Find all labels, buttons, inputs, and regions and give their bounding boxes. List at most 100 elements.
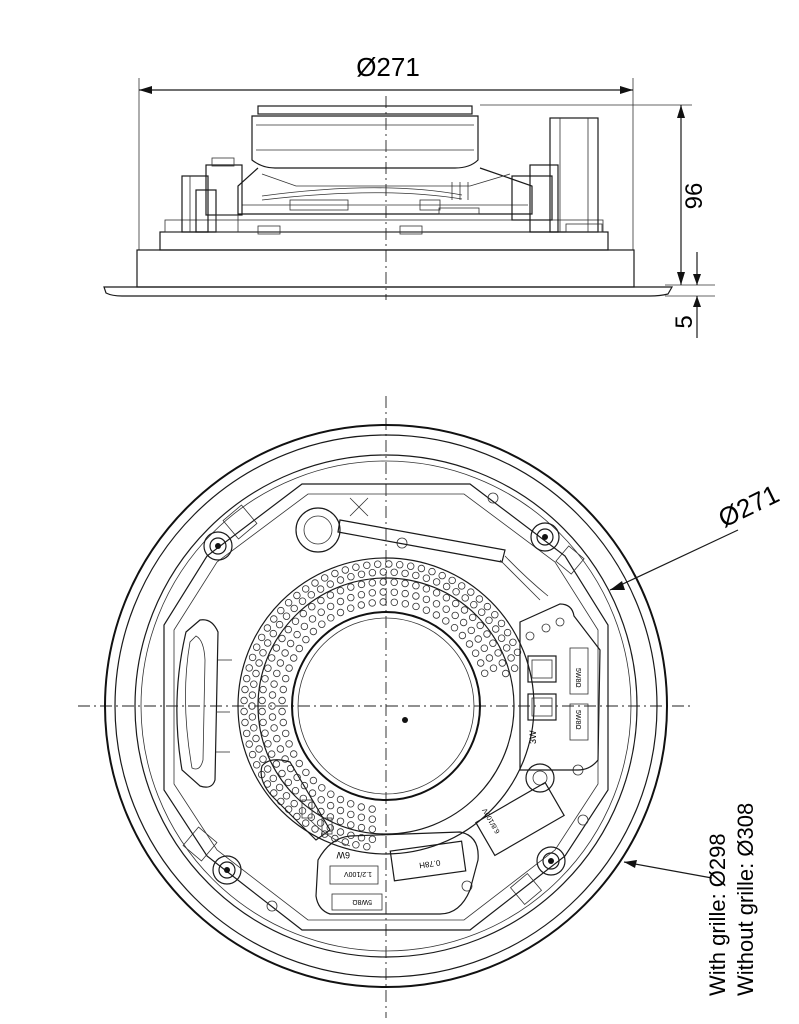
side-speaker-body: [237, 105, 533, 215]
perforation-hole: [250, 680, 258, 688]
perforation-hole: [379, 588, 387, 596]
perforation-hole: [258, 633, 266, 642]
perforation-hole: [379, 578, 387, 586]
perforation-hole: [281, 755, 289, 763]
perforation-hole: [273, 734, 281, 743]
perforation-hole: [258, 696, 266, 705]
perforation-hole: [317, 596, 325, 605]
perforation-hole: [417, 564, 426, 573]
pcb-label-6w: 6W: [336, 850, 350, 860]
perforation-hole: [412, 582, 420, 590]
perforation-hole: [368, 805, 376, 813]
perforation-hole: [347, 810, 355, 819]
perforation-hole: [379, 598, 387, 606]
perforation-hole: [277, 797, 285, 806]
perforation-hole: [282, 612, 291, 620]
left-handle: [176, 619, 219, 788]
perforation-hole: [318, 620, 326, 628]
pcb-label-ind: 0.78H: [418, 858, 441, 870]
perforation-hole: [290, 799, 298, 808]
perforation-hole: [357, 823, 366, 832]
perforation-hole: [368, 599, 376, 607]
perforation-hole: [268, 750, 276, 758]
perforation-hole: [302, 585, 310, 593]
perforation-hole: [422, 595, 431, 604]
perforation-hole: [240, 707, 248, 716]
perforation-hole: [284, 778, 292, 787]
perforation-hole: [240, 696, 248, 705]
top-view: 3W 5W8Ω 5W8Ω 6.8/100V 0.78H 1.2/100V 5W8…: [78, 396, 784, 1018]
perforation-hole: [401, 589, 409, 598]
mounting-screw-bottom-right: [509, 846, 566, 906]
perforation-hole: [352, 841, 360, 849]
perforation-hole: [307, 813, 315, 821]
perforation-hole: [474, 635, 482, 643]
perforation-hole: [368, 815, 376, 823]
perforation-hole: [357, 803, 365, 811]
perforation-hole: [368, 579, 376, 587]
perforation-hole: [452, 599, 460, 608]
perforation-hole: [253, 761, 261, 769]
perforation-hole: [268, 713, 277, 721]
grille-note-line2: Without grille: Ø308: [733, 803, 758, 996]
crossover-board-bottom: 0.78H 1.2/100V 5W8Ω 6W: [315, 831, 479, 915]
perforation-hole: [277, 606, 285, 615]
perforation-hole: [357, 813, 366, 821]
perforation-hole: [491, 611, 499, 619]
perforation-hole: [317, 796, 325, 804]
side-width-label: Ø271: [356, 52, 420, 82]
perforation-hole: [255, 659, 263, 667]
perforation-hole: [245, 740, 253, 748]
side-height-label: 96: [681, 183, 708, 210]
perforation-hole: [347, 583, 355, 591]
perforation-hole: [278, 707, 286, 716]
mounting-screw-top-right: [530, 522, 585, 575]
perforation-hole: [293, 630, 301, 639]
perforation-hole: [282, 792, 291, 800]
perforation-hole: [363, 843, 371, 851]
perforation-hole: [509, 638, 517, 646]
perforation-hole: [241, 718, 249, 727]
perforation-hole: [278, 769, 286, 778]
perforation-hole: [450, 624, 459, 632]
perforation-hole: [347, 821, 355, 829]
woofer-inner: [291, 611, 481, 801]
perforation-hole: [470, 601, 478, 609]
perforation-hole: [336, 597, 345, 606]
perforation-hole: [248, 713, 257, 721]
perforation-hole: [278, 696, 286, 705]
perforation-hole: [309, 776, 318, 785]
perforation-hole: [284, 625, 292, 634]
perforation-hole: [489, 664, 498, 672]
perforation-hole: [282, 674, 290, 683]
pcb-label-res-2: 5W8Ω: [574, 710, 581, 730]
perforation-hole: [270, 615, 278, 623]
perforation-hole: [432, 611, 441, 619]
pcb-label-res-1: 5W8Ω: [574, 668, 581, 688]
side-base-plate: [159, 219, 609, 251]
perforation-hole: [432, 600, 441, 608]
perforation-hole: [259, 649, 267, 657]
perforation-hole: [347, 800, 355, 808]
pcb-label-cap-2: 6.8/100V: [481, 806, 501, 834]
perforation-hole: [502, 669, 510, 678]
perforation-hole: [336, 806, 345, 815]
perforation-hole: [481, 669, 489, 677]
perforation-hole: [357, 601, 365, 609]
side-flange-label: 5: [671, 315, 698, 328]
perforation-hole: [279, 685, 287, 694]
perforation-hole: [326, 824, 334, 832]
perforation-hole: [432, 578, 441, 586]
perforation-hole: [390, 578, 398, 586]
perforation-hole: [253, 643, 261, 651]
perforation-hole: [264, 765, 272, 773]
perforation-hole: [252, 734, 260, 743]
perforation-hole: [475, 595, 484, 603]
outer-grille-ring: [104, 424, 668, 988]
side-left-bracket: [181, 157, 243, 233]
perforation-hole: [270, 724, 278, 732]
perforation-hole: [390, 588, 398, 596]
perforation-hole: [357, 570, 366, 578]
perforation-hole: [290, 604, 298, 613]
woofer-surround: [257, 577, 515, 835]
